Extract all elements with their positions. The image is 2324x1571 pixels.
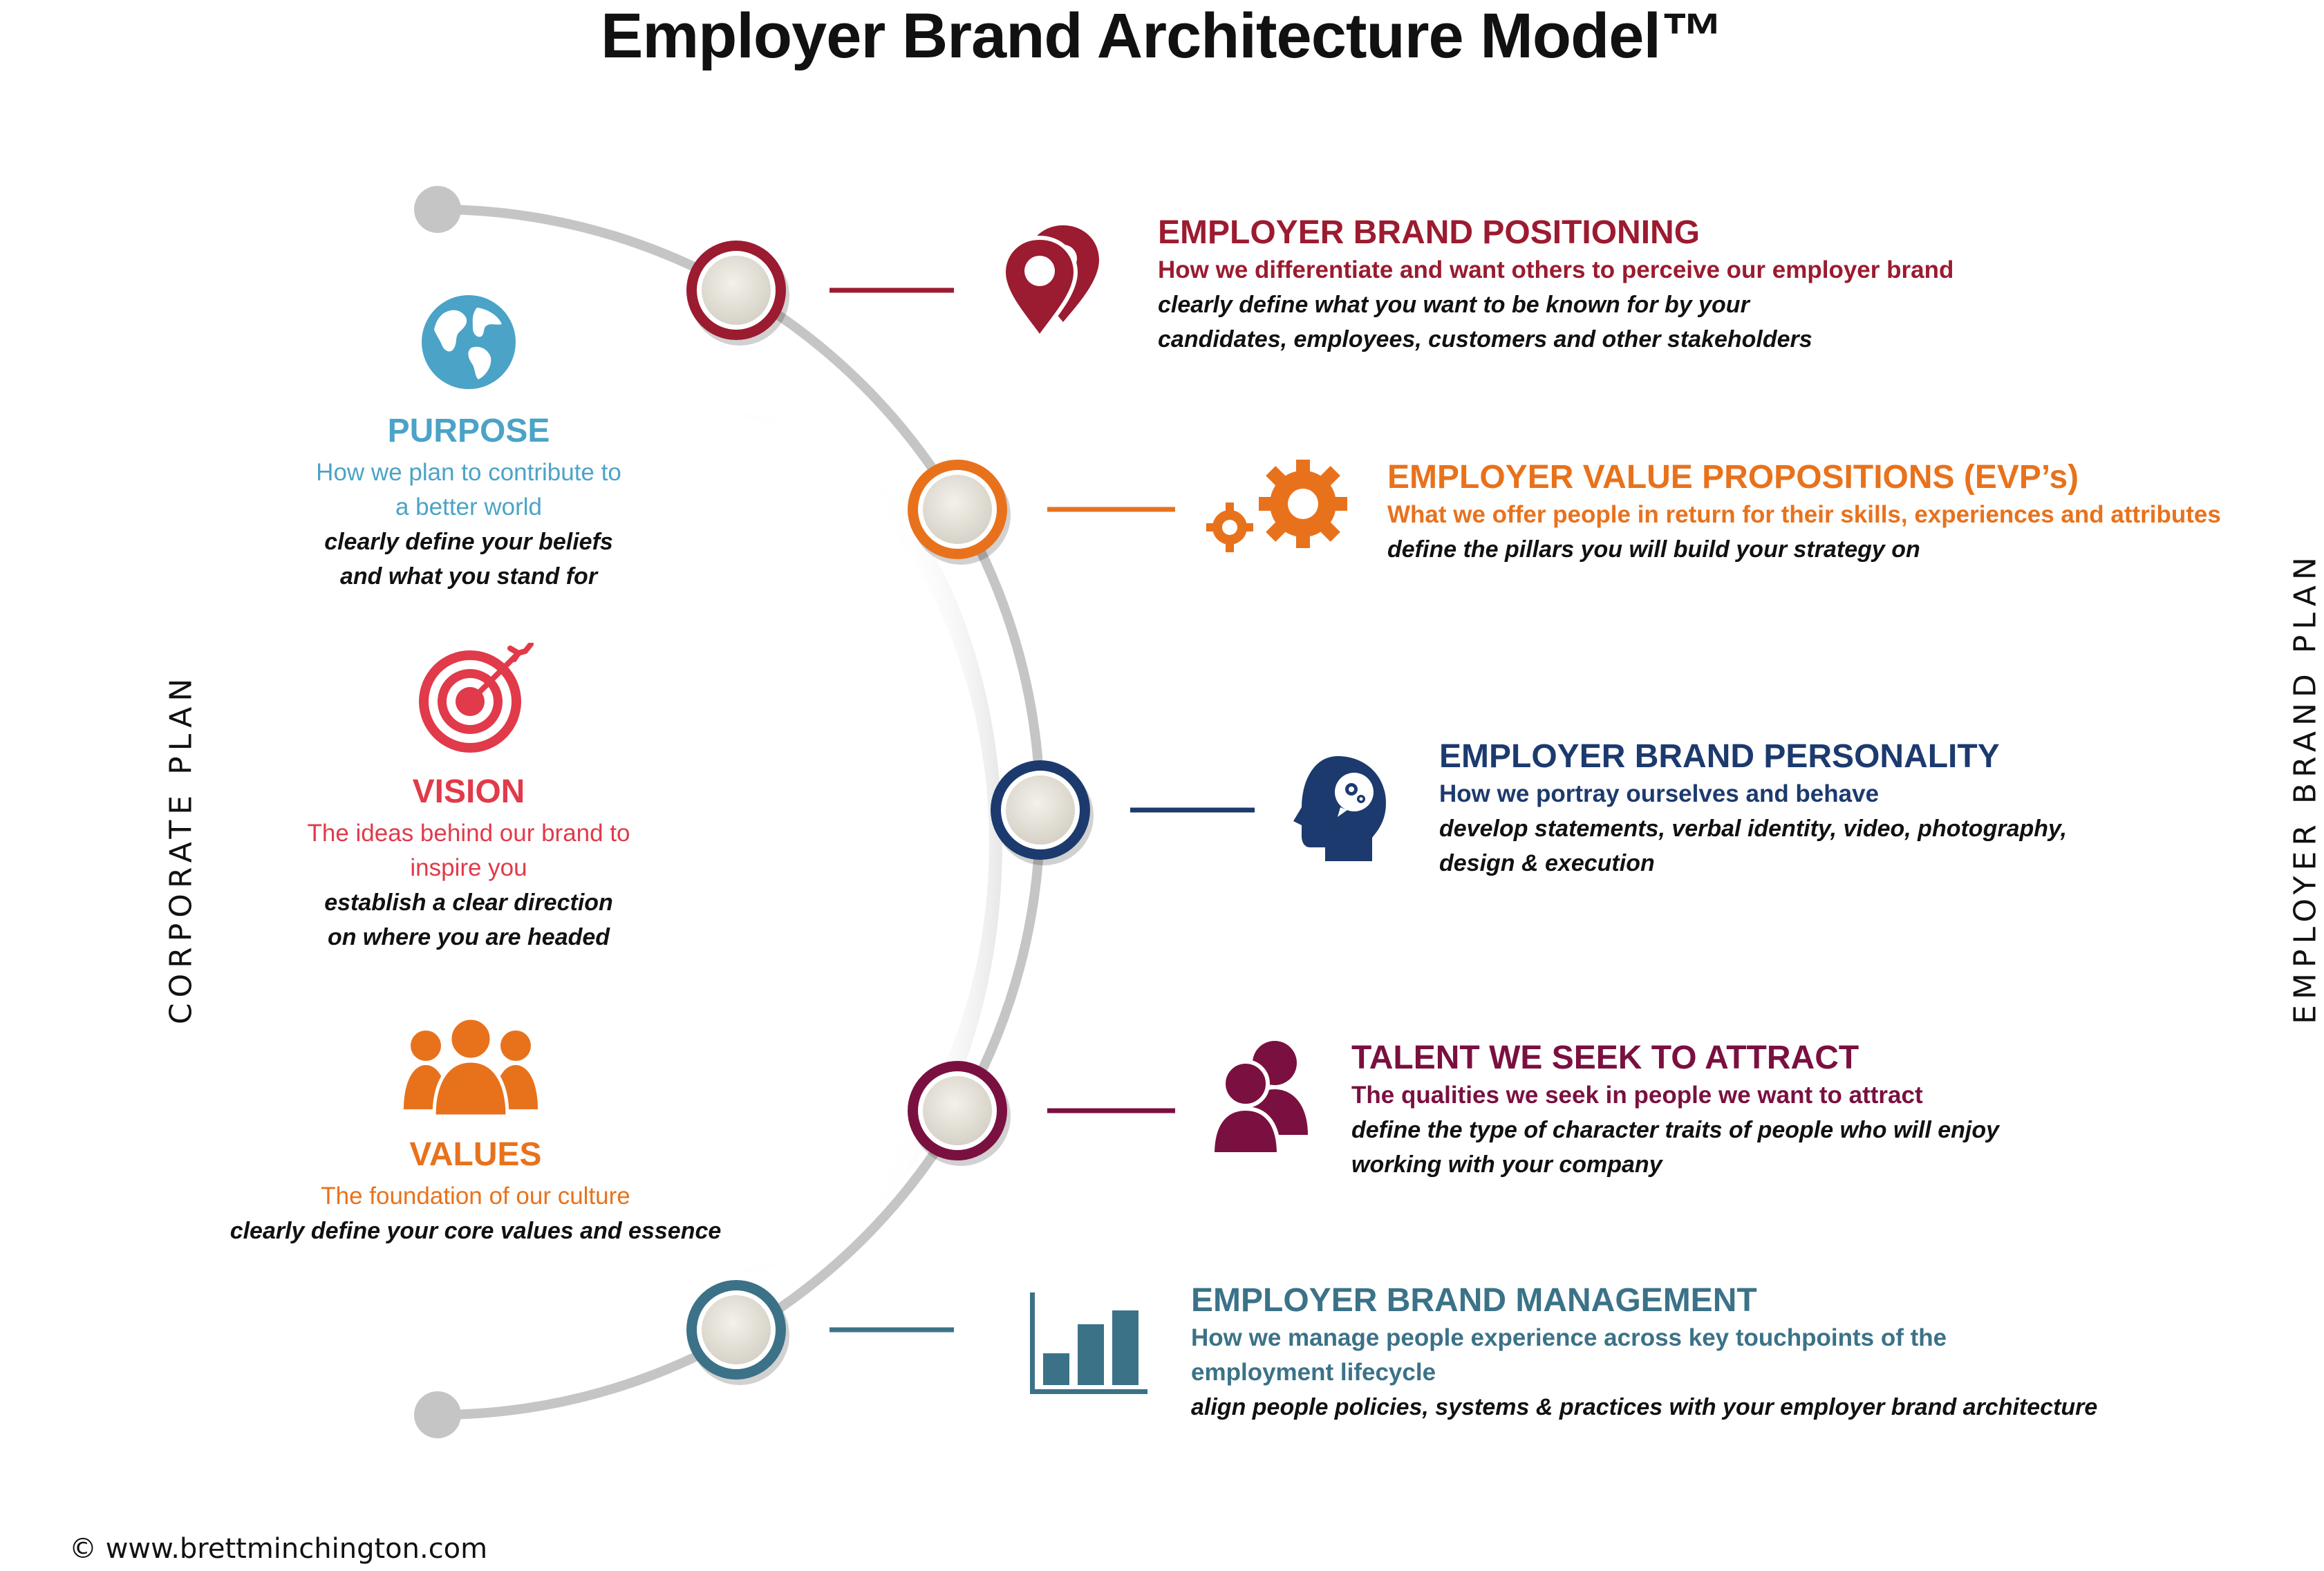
positioning-block: EMPLOYER BRAND POSITIONING How we differ…: [1158, 213, 1953, 357]
personality-node-center: [1006, 775, 1075, 845]
evp-heading: EMPLOYER VALUE PROPOSITIONS (EVP’s): [1387, 459, 2079, 496]
location-pins-icon: [1001, 225, 1099, 341]
evp-node-center: [923, 475, 992, 544]
vision-block: VISION The ideas behind our brand to ins…: [206, 773, 731, 954]
purpose-subtitle-1: How we plan to contribute to: [316, 459, 621, 486]
bar-chart-icon: [1030, 1292, 1147, 1394]
gears-icon: [1206, 460, 1347, 552]
personality-subtitle-1: How we portray ourselves and behave: [1439, 780, 1880, 807]
purpose-desc-2: and what you stand for: [339, 563, 598, 590]
values-desc-1: clearly define your core values and esse…: [229, 1218, 722, 1244]
purpose-block: PURPOSE How we plan to contribute to a b…: [206, 412, 731, 594]
personality-desc-1: develop statements, verbal identity, vid…: [1439, 816, 2068, 842]
vision-subtitle-2: inspire you: [410, 854, 527, 881]
people-pair-icon: [1211, 1041, 1308, 1156]
talent-desc-2: working with your company: [1351, 1151, 1662, 1178]
personality-block: EMPLOYER BRAND PERSONALITY How we portra…: [1439, 737, 2067, 881]
positioning-desc-1: clearly define what you want to be known…: [1158, 292, 1750, 318]
talent-block: TALENT WE SEEK TO ATTRACT The qualities …: [1351, 1038, 1999, 1182]
management-heading: EMPLOYER BRAND MANAGEMENT: [1191, 1282, 1757, 1319]
page-title: Employer Brand Architecture Model™: [600, 1, 1724, 71]
vision-desc-1: establish a clear direction: [324, 890, 613, 916]
purpose-subtitle-2: a better world: [395, 493, 543, 520]
evp-block: EMPLOYER VALUE PROPOSITIONS (EVP’s) What…: [1387, 458, 2221, 567]
talent-desc-1: define the type of character traits of p…: [1351, 1117, 2000, 1143]
globe-icon: [422, 295, 516, 389]
management-block: EMPLOYER BRAND MANAGEMENT How we manage …: [1191, 1281, 2097, 1424]
talent-subtitle-1: The qualities we seek in people we want …: [1351, 1082, 1923, 1109]
positioning-subtitle-1: How we differentiate and want others to …: [1158, 256, 1954, 283]
management-desc-1: align people policies, systems & practic…: [1191, 1394, 2098, 1420]
values-block: VALUES The foundation of our culture cle…: [213, 1136, 738, 1248]
purpose-desc-1: clearly define your beliefs: [324, 529, 613, 555]
employer-brand-plan-label: EMPLOYER BRAND PLAN: [2287, 552, 2323, 1024]
values-subtitle-1: The foundation of our culture: [321, 1183, 630, 1210]
management-subtitle-1: How we manage people experience across k…: [1191, 1324, 1947, 1351]
positioning-node-center: [702, 256, 771, 325]
corporate-plan-label: CORPORATE PLAN: [163, 672, 199, 1025]
vision-desc-2: on where you are headed: [327, 924, 610, 950]
target-icon: [419, 643, 534, 753]
head-gears-icon: [1293, 756, 1386, 861]
positioning-heading: EMPLOYER BRAND POSITIONING: [1158, 214, 1700, 251]
talent-heading: TALENT WE SEEK TO ATTRACT: [1351, 1040, 1859, 1076]
personality-desc-2: design & execution: [1439, 850, 1655, 876]
values-heading: VALUES: [409, 1136, 542, 1173]
management-subtitle-2: employment lifecycle: [1191, 1359, 1436, 1386]
positioning-desc-2: candidates, employees, customers and oth…: [1158, 326, 1812, 352]
evp-subtitle-1: What we offer people in return for their…: [1387, 501, 2221, 528]
people-group-icon: [404, 1016, 538, 1116]
management-node-center: [702, 1295, 771, 1364]
arc-end-top: [414, 186, 461, 233]
arc-end-bottom: [414, 1391, 461, 1438]
vision-heading: VISION: [412, 773, 525, 810]
vision-subtitle-1: The ideas behind our brand to: [307, 820, 630, 847]
personality-heading: EMPLOYER BRAND PERSONALITY: [1439, 738, 2000, 775]
purpose-heading: PURPOSE: [387, 413, 550, 449]
talent-node-center: [923, 1076, 992, 1145]
evp-desc-1: define the pillars you will build your s…: [1387, 536, 1920, 563]
copyright: © www.brettminchington.com: [69, 1533, 488, 1565]
